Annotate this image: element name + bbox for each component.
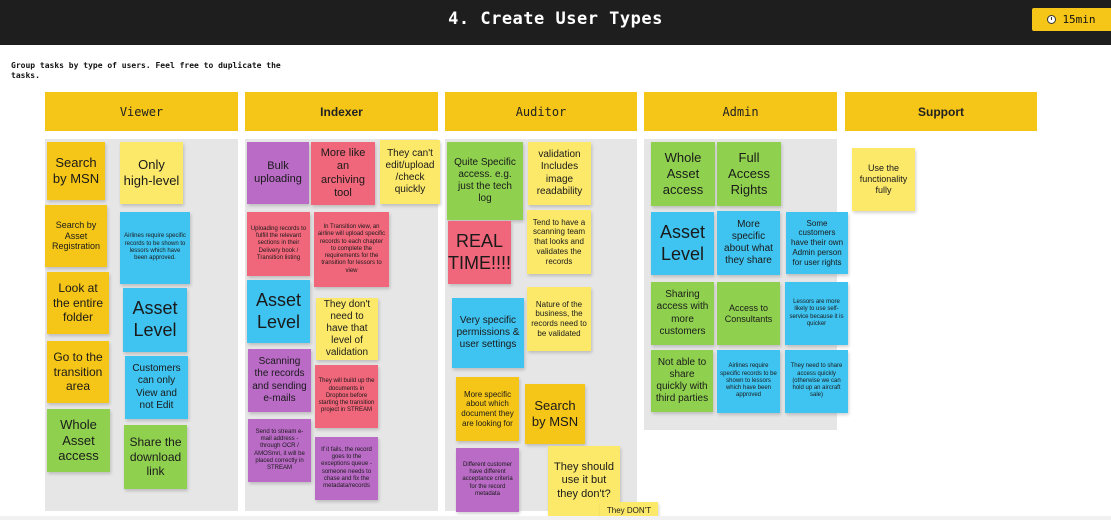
board-title: 4. Create User Types [448, 9, 663, 29]
sticky-note[interactable]: Use the functionality fully [852, 148, 915, 211]
sticky-note[interactable]: In Transition view, an airline will uplo… [314, 212, 389, 287]
sticky-note[interactable]: If it fails, the record goes to the exce… [315, 437, 378, 500]
sticky-note[interactable]: Different customer have different accept… [456, 448, 519, 512]
canvas-bottom-edge [0, 516, 1111, 520]
sticky-note[interactable]: Asset Level [651, 212, 714, 275]
sticky-note[interactable]: They will build up the documents in Drop… [315, 365, 378, 428]
sticky-note[interactable]: Search by MSN [525, 384, 585, 444]
sticky-note[interactable]: Look at the entire folder [47, 272, 109, 334]
sticky-note[interactable]: Sharing access with more customers [651, 282, 714, 345]
sticky-note[interactable]: Share the download link [124, 425, 187, 489]
column-header-indexer[interactable]: Indexer [245, 92, 438, 131]
sticky-note[interactable]: Lessors are more likely to use self-serv… [785, 282, 848, 345]
sticky-note[interactable]: More like an archiving tool [311, 142, 375, 205]
sticky-note[interactable]: Airlines require specific records to be … [717, 350, 780, 413]
sticky-note[interactable]: They DON'T [600, 502, 658, 520]
sticky-note[interactable]: Only high-level [120, 142, 183, 204]
sticky-note[interactable]: They can't edit/upload /check quickly [380, 140, 440, 204]
column-header-auditor[interactable]: Auditor [445, 92, 637, 131]
sticky-note[interactable]: Go to the transition area [47, 341, 109, 403]
sticky-note[interactable]: They don't need to have that level of va… [316, 298, 378, 360]
sticky-note[interactable]: Search by Asset Registration [45, 205, 107, 267]
sticky-note[interactable]: Send to stream e-mail address - through … [248, 419, 311, 482]
sticky-note[interactable]: Bulk uploading [247, 142, 309, 204]
sticky-note[interactable]: More specific about what they share [717, 211, 780, 275]
sticky-note[interactable]: Not able to share quickly with third par… [651, 350, 713, 412]
sticky-note[interactable]: Asset Level [247, 280, 310, 343]
sticky-note[interactable]: Full Access Rights [717, 142, 781, 206]
sticky-note[interactable]: Access to Consultants [717, 282, 780, 345]
sticky-note[interactable]: They need to share access quickly (other… [785, 350, 848, 413]
top-bar: 4. Create User Types 15min [0, 0, 1111, 45]
sticky-note[interactable]: More specific about which document they … [456, 377, 519, 441]
sticky-note[interactable]: Very specific permissions & user setting… [452, 298, 524, 368]
sticky-note[interactable]: Some customers have their own Admin pers… [786, 212, 848, 274]
sticky-note[interactable]: validation Includes image readability [528, 142, 591, 205]
sticky-note[interactable]: Nature of the business, the records need… [527, 287, 591, 351]
sticky-note[interactable]: Tend to have a scanning team that looks … [527, 210, 591, 274]
sticky-note[interactable]: Scanning the records and sending e-mails [248, 349, 311, 412]
sticky-note[interactable]: Customers can only View and not Edit [125, 356, 188, 419]
sticky-note[interactable]: Airlines require specific records to be … [120, 212, 190, 284]
sticky-note[interactable]: Whole Asset access [47, 409, 110, 472]
instructions-text: Group tasks by type of users. Feel free … [11, 61, 281, 80]
column-header-viewer[interactable]: Viewer [45, 92, 238, 131]
sticky-note[interactable]: Search by MSN [47, 142, 105, 200]
timer-label: 15min [1062, 13, 1096, 26]
column-header-support[interactable]: Support [845, 92, 1037, 131]
sticky-note[interactable]: Uploading records to fulfill the relevan… [247, 212, 310, 276]
sticky-note[interactable]: Quite Specific access. e.g. just the tec… [447, 142, 523, 220]
timer-button[interactable]: 15min [1032, 8, 1111, 31]
sticky-note[interactable]: Asset Level [123, 288, 187, 352]
timer-icon [1047, 15, 1057, 24]
sticky-note[interactable]: REAL TIME!!!! [448, 221, 511, 284]
sticky-note[interactable]: Whole Asset access [651, 142, 715, 206]
column-header-admin[interactable]: Admin [644, 92, 837, 131]
